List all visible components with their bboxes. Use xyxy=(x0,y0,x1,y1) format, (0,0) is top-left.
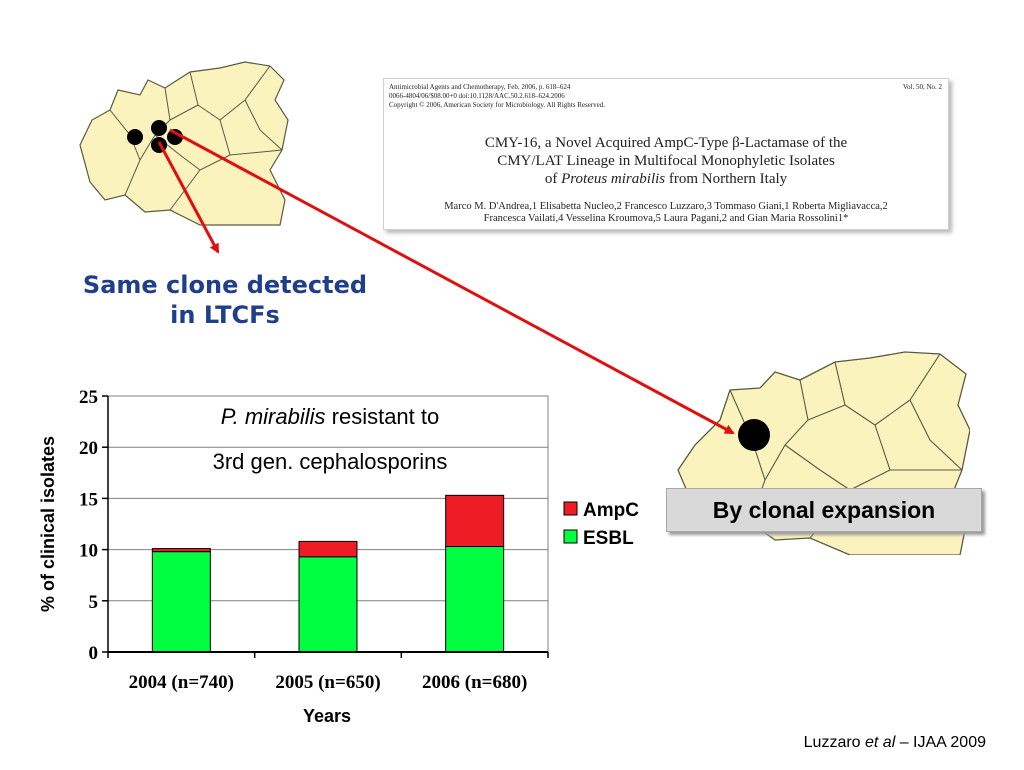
x-tick-label: 2006 (n=680) xyxy=(422,672,527,693)
y-tick-label: 25 xyxy=(79,387,98,408)
map-dot xyxy=(151,137,167,153)
paper-title-line: CMY/LAT Lineage in Multifocal Monophylet… xyxy=(497,153,835,169)
paper-title: CMY-16, a Novel Acquired AmpC-Type β-Lac… xyxy=(394,134,938,188)
bar-ampc xyxy=(445,494,505,548)
legend-swatch xyxy=(563,501,578,516)
clonal-expansion-box: By clonal expansion xyxy=(666,488,982,532)
bar-esbl xyxy=(298,556,358,653)
y-tick-label: 10 xyxy=(79,541,98,562)
y-tick-label: 15 xyxy=(79,489,98,510)
clone-caption-line: in LTCFs xyxy=(170,301,280,329)
paper-authors-line: Francesca Vailati,4 Vesselina Kroumova,5… xyxy=(483,213,849,224)
paper-doi-line: 0066-4804/06/$08.00+0 doi:10.1128/AAC.50… xyxy=(389,92,565,100)
bar-esbl xyxy=(445,546,505,653)
chart-title-line: P. mirabilis resistant to xyxy=(221,404,439,429)
y-axis-label: % of clinical isolates xyxy=(38,436,58,612)
map-dot-large xyxy=(738,419,770,451)
map-dot xyxy=(151,120,167,136)
bar-ampc xyxy=(298,540,358,558)
legend-swatch xyxy=(563,529,578,544)
legend-label: AmpC xyxy=(583,500,639,521)
x-tick-label: 2005 (n=650) xyxy=(275,672,380,693)
citation: Luzzaro et al – IJAA 2009 xyxy=(803,734,986,751)
clone-caption: Same clone detected in LTCFs xyxy=(40,270,410,330)
paper-title-line: of Proteus mirabilis from Northern Italy xyxy=(544,171,788,187)
paper-title-line: CMY-16, a Novel Acquired AmpC-Type β-Lac… xyxy=(484,135,848,151)
y-tick-label: 0 xyxy=(89,643,99,664)
y-tick-label: 5 xyxy=(89,592,99,613)
species-name: Proteus mirabilis xyxy=(561,171,666,187)
citation-et-al: et al xyxy=(865,734,896,751)
map-northern-italy-small xyxy=(79,61,289,226)
stacked-bar-chart: 0 5 10 15 20 25 2004 (n=740) 2005 (n=650) 2006 (… xyxy=(38,387,639,726)
x-tick-label: 2004 (n=740) xyxy=(129,672,234,693)
map-dot xyxy=(127,129,143,145)
paper-authors-line: Marco M. D'Andrea,1 Elisabetta Nucleo,2 … xyxy=(444,201,888,212)
chart-title-rest: resistant to xyxy=(326,404,440,429)
paper-volume: Vol. 50, No. 2 xyxy=(902,83,942,91)
x-axis-label: Years xyxy=(303,706,351,726)
bar-ampc xyxy=(151,548,211,553)
paper-journal-line: Antimicrobial Agents and Chemotherapy, F… xyxy=(389,83,571,91)
bar-esbl xyxy=(151,551,211,653)
clone-caption-line: Same clone detected xyxy=(82,271,368,299)
axis-layer: 0 5 10 15 20 25 2004 (n=740) 2005 (n=650) 2006 (… xyxy=(79,387,549,693)
paper-copyright-line: Copyright © 2006, American Society for M… xyxy=(389,101,606,109)
legend: AmpC ESBL xyxy=(563,500,639,549)
chart-title-italic: P. mirabilis xyxy=(221,404,326,429)
chart-title-line2: 3rd gen. cephalosporins xyxy=(213,449,448,474)
paper-authors: Marco M. D'Andrea,1 Elisabetta Nucleo,2 … xyxy=(388,201,944,225)
y-tick-label: 20 xyxy=(79,438,98,459)
legend-label: ESBL xyxy=(583,528,634,549)
paper-header-box: Antimicrobial Agents and Chemotherapy, F… xyxy=(383,78,949,230)
map-dot xyxy=(167,129,183,145)
